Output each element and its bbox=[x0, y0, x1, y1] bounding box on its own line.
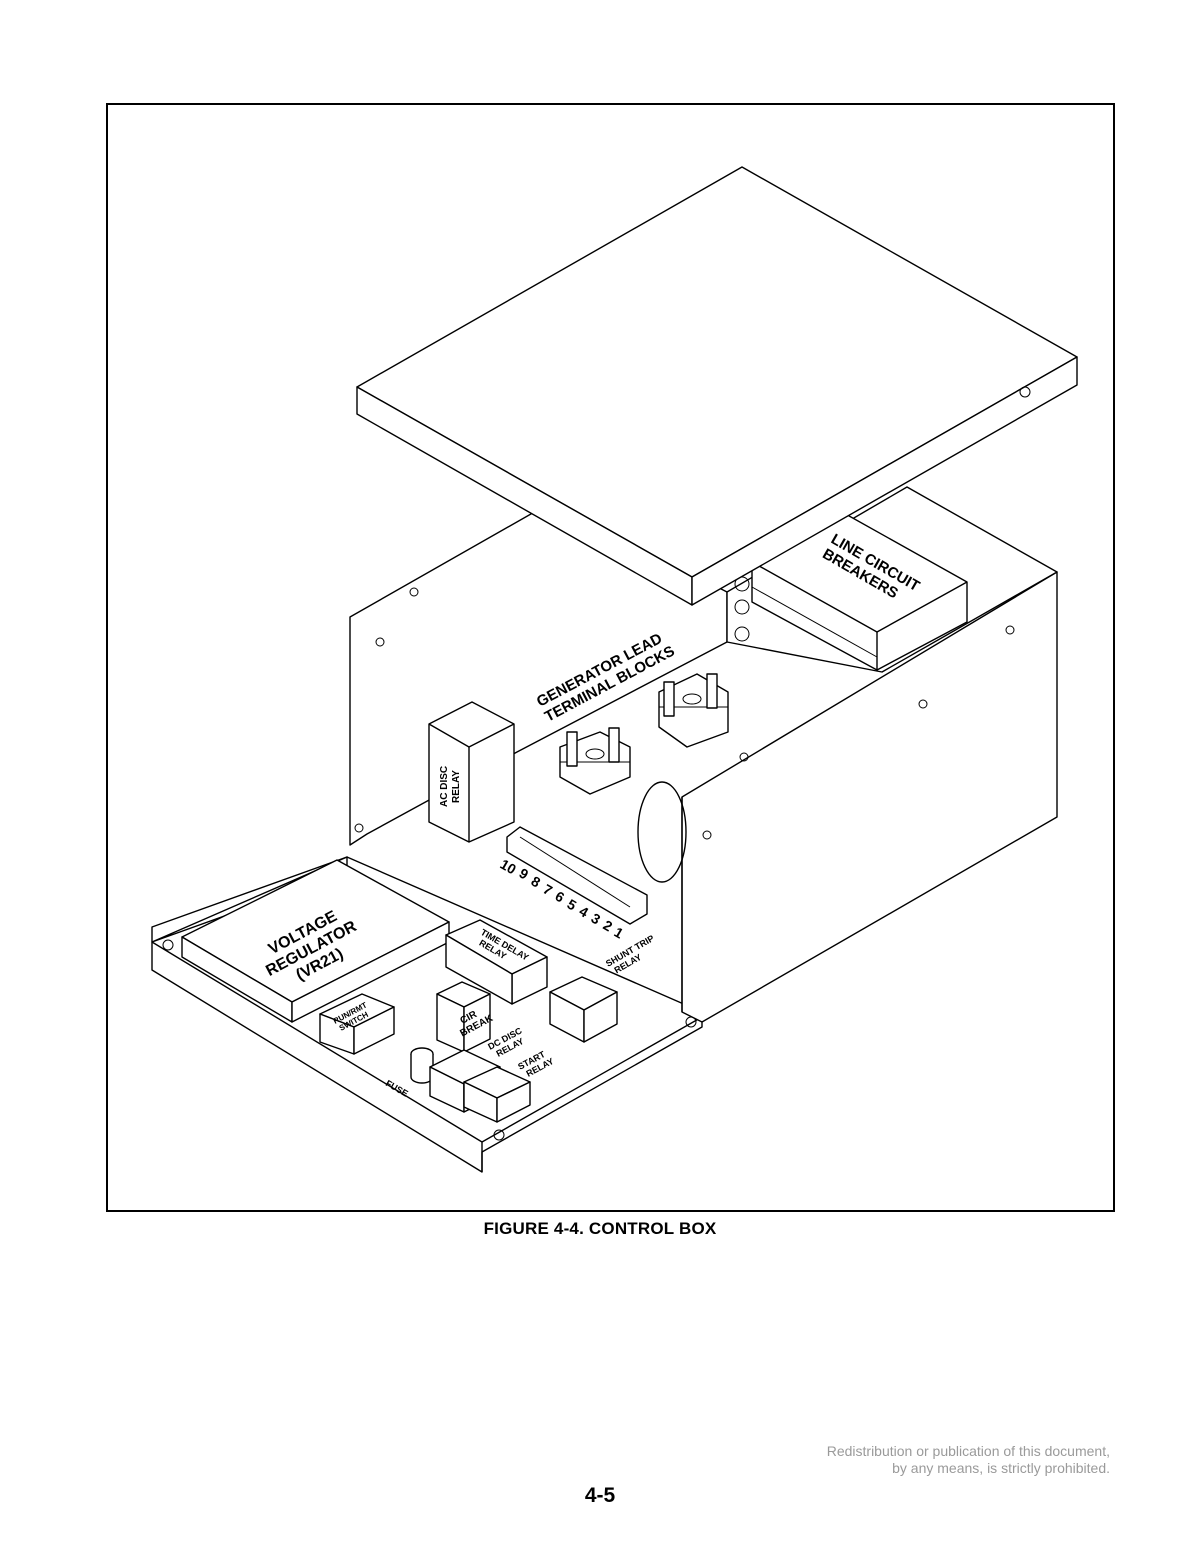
terminal-number: 10 bbox=[498, 856, 520, 878]
svg-text:AC DISC: AC DISC bbox=[439, 766, 450, 807]
time-delay-relay bbox=[445, 919, 548, 1005]
figure-caption: FIGURE 4-4. CONTROL BOX bbox=[483, 1219, 717, 1238]
cir-break bbox=[436, 981, 491, 1053]
terminal-number: 3 bbox=[589, 910, 604, 928]
fuse bbox=[410, 1047, 434, 1084]
terminal-number: 8 bbox=[529, 873, 544, 891]
terminal-number: 5 bbox=[565, 896, 580, 914]
terminal-block-right bbox=[658, 673, 729, 748]
ac-disc-relay bbox=[428, 701, 515, 843]
control-box-illustration: LINE CIRCUIT BREAKERS GENERATOR LEAD TER… bbox=[151, 166, 1078, 1173]
terminal-number: 9 bbox=[517, 865, 532, 883]
terminal-number: 4 bbox=[577, 903, 592, 921]
run-rmt-switch bbox=[319, 993, 395, 1055]
terminal-number: 6 bbox=[553, 888, 568, 906]
shunt-trip-relay bbox=[549, 976, 618, 1043]
terminal-number: 2 bbox=[601, 917, 616, 935]
terminal-number: 1 bbox=[612, 924, 627, 942]
control-box-cover bbox=[356, 166, 1078, 578]
copyright-line: by any means, is strictly prohibited. bbox=[892, 1460, 1110, 1476]
svg-text:RELAY: RELAY bbox=[451, 770, 462, 803]
shunt-trip-relay-label: SHUNT TRIP RELAY bbox=[604, 933, 656, 975]
terminal-strip bbox=[506, 826, 648, 925]
terminal-number: 7 bbox=[541, 881, 556, 899]
copyright-notice: Redistribution or publication of this do… bbox=[827, 1443, 1110, 1477]
figure-frame: LINE CIRCUIT BREAKERS GENERATOR LEAD TER… bbox=[106, 103, 1115, 1212]
start-relay bbox=[463, 1066, 531, 1123]
copyright-line: Redistribution or publication of this do… bbox=[826, 1443, 1110, 1459]
ac-disc-relay-label: AC DISC RELAY bbox=[439, 766, 462, 807]
voltage-regulator bbox=[181, 859, 450, 1023]
terminal-block-left bbox=[559, 727, 631, 795]
page-number: 4-5 bbox=[584, 1484, 616, 1507]
